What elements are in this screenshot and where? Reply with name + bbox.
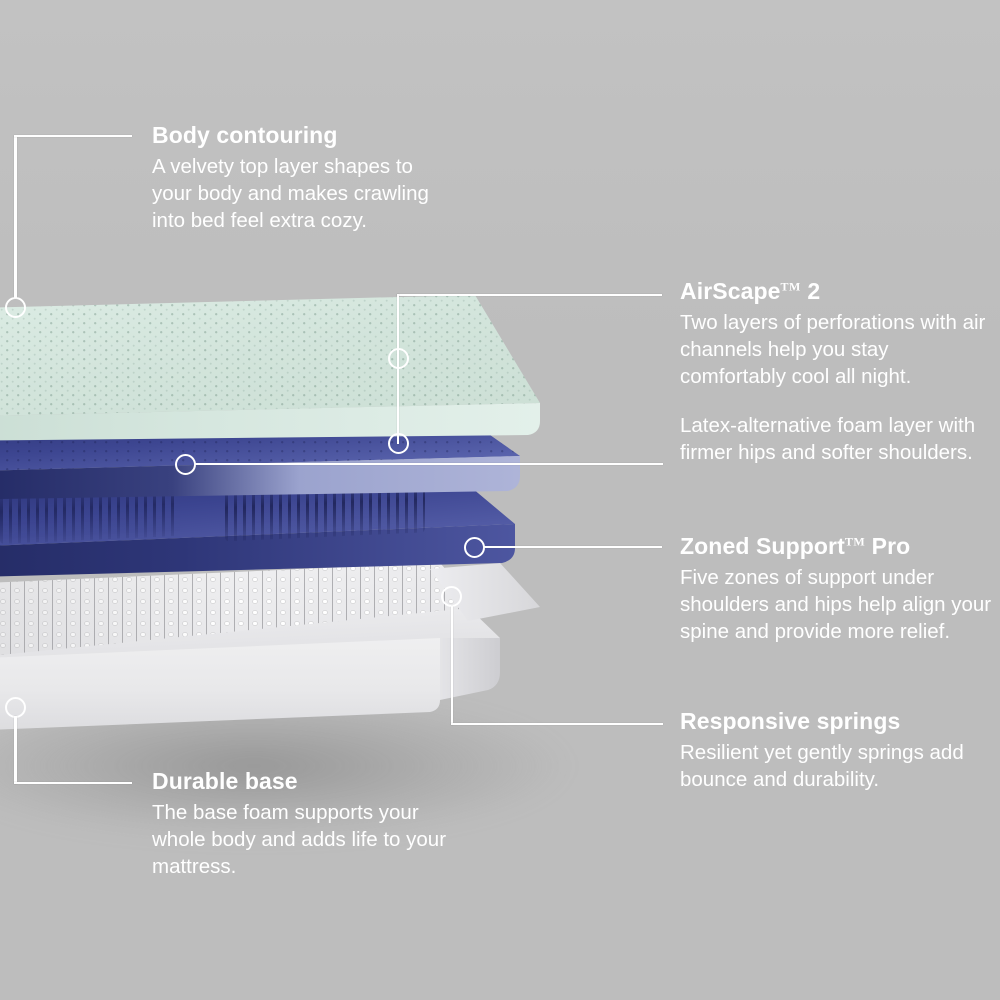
mint-comfort-layer: [0, 295, 560, 445]
callout-line-durable-base-h: [14, 782, 133, 785]
callout-title: Responsive springs: [680, 708, 996, 735]
callout-title: Durable base: [152, 768, 468, 795]
callout-title-text: Durable base: [152, 768, 298, 794]
callout-marker-airscape-lower: [388, 433, 409, 454]
perforation-pattern: [0, 295, 540, 417]
spring-coil-side-face: [430, 563, 550, 643]
callout-marker-responsive-springs: [441, 586, 462, 607]
trademark-symbol: TM: [780, 279, 801, 294]
callout-body: Five zones of support under shoulders an…: [680, 565, 992, 643]
callout-zoned-support: Zoned SupportTM Pro Five zones of suppor…: [680, 533, 996, 645]
callout-title: Body contouring: [152, 122, 452, 149]
callout-body-secondary: Latex-alternative foam layer with firmer…: [680, 413, 976, 464]
trademark-symbol: TM: [844, 534, 866, 549]
callout-line-airscape-h: [397, 294, 662, 297]
callout-line-body-contouring-v: [14, 136, 17, 298]
callout-marker-latex-layer: [175, 454, 196, 475]
callout-line-body-contouring-h: [14, 135, 133, 138]
callout-marker-body-contouring: [5, 297, 26, 318]
callout-responsive-springs: Responsive springs Resilient yet gently …: [680, 708, 996, 793]
callout-airscape: AirScapeTM 2 Two layers of perforations …: [680, 278, 996, 466]
callout-body: The base foam supports your whole body a…: [152, 800, 447, 878]
spring-coil-layer: [0, 563, 480, 661]
callout-body: Two layers of perforations with air chan…: [680, 310, 986, 388]
callout-title: AirScapeTM 2: [680, 278, 996, 305]
callout-title-text: Body contouring: [152, 122, 338, 148]
callout-body: Resilient yet gently springs add bounce …: [680, 740, 964, 791]
callout-durable-base: Durable base The base foam supports your…: [152, 768, 468, 880]
callout-line-airscape-v: [397, 294, 400, 444]
callout-title-suffix: 2: [807, 278, 821, 304]
callout-title-text: Zoned Support: [680, 533, 845, 559]
callout-marker-zoned-support: [464, 537, 485, 558]
callout-line-durable-base-v: [14, 716, 17, 784]
callout-body: A velvety top layer shapes to your body …: [152, 154, 429, 232]
callout-body-contouring: Body contouring A velvety top layer shap…: [152, 122, 452, 234]
callout-title-text: AirScape: [680, 278, 781, 304]
callout-line-latex-layer-h: [195, 463, 663, 466]
callout-title: Zoned SupportTM Pro: [680, 533, 996, 560]
callout-line-responsive-springs-v: [450, 606, 453, 725]
callout-line-responsive-springs-h: [450, 723, 663, 726]
callout-marker-airscape-upper: [388, 348, 409, 369]
callout-title-text: Responsive springs: [680, 708, 901, 734]
callout-marker-durable-base: [5, 697, 26, 718]
callout-line-zoned-support-h: [484, 546, 662, 549]
callout-title-suffix: Pro: [871, 533, 911, 559]
